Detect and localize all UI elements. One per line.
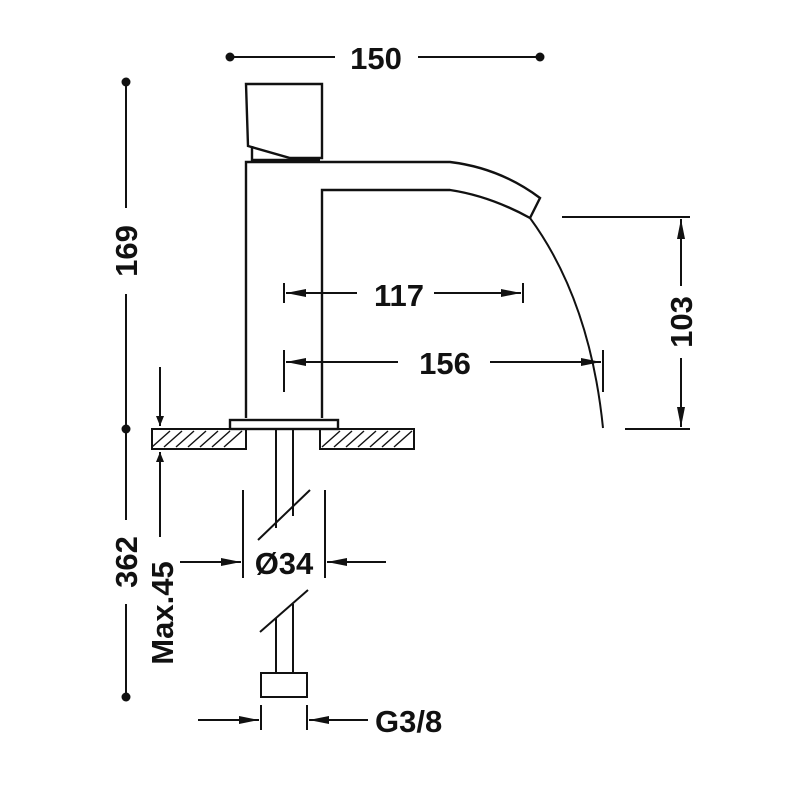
spout-height-label: 103 (664, 296, 699, 348)
dim-spout-height: 103 (562, 216, 699, 430)
dim-overall-width: 150 (225, 41, 545, 76)
hole-diameter-label: Ø34 (255, 546, 314, 581)
overall-height-label: 169 (109, 225, 144, 277)
dim-left-vertical: 169 362 (109, 77, 144, 702)
overall-width-label: 150 (350, 41, 402, 76)
column-spout (244, 160, 542, 418)
dim-connection-thread: G3/8 (198, 704, 442, 739)
deck-right (319, 428, 415, 450)
dim-spout-reach-inner: 117 (283, 278, 524, 313)
deck-surface (151, 428, 415, 450)
spout-reach-outer-label: 156 (419, 346, 471, 381)
dim-hole-diameter: Ø34 (180, 490, 386, 581)
connection-thread-label: G3/8 (375, 704, 442, 739)
deck-left (151, 428, 247, 450)
connection-nut (260, 672, 308, 698)
lever-base (250, 146, 320, 162)
faucet-body (228, 82, 542, 431)
lever-handle (244, 82, 324, 160)
total-length-label: 362 (109, 536, 144, 588)
spout-reach-inner-label: 117 (374, 278, 424, 313)
dim-spout-reach-outer: 156 (283, 346, 604, 392)
base-flange (228, 418, 340, 431)
max-deck-thickness-label: Max.45 (145, 561, 180, 664)
dim-max-deck-thickness: Max.45 (145, 367, 180, 665)
deck-hatching (151, 430, 413, 448)
supply-hose (257, 429, 311, 698)
water-stream-arc (529, 217, 604, 429)
